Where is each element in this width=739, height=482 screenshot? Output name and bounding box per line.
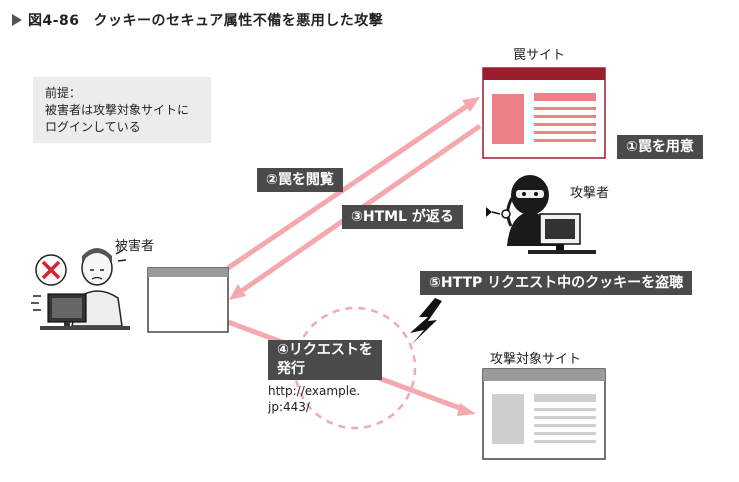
victim-browser-window	[147, 267, 229, 333]
target-site-label: 攻撃対象サイト	[490, 352, 582, 367]
step-prepare-trap: ①罠を用意	[617, 135, 703, 159]
note-line-3: ログインしている	[45, 120, 141, 134]
request-url-line-1: http://example.	[268, 384, 361, 398]
step-issue-request-line-2: 発行	[277, 361, 305, 377]
step-issue-request-line-1: ④リクエストを	[277, 342, 373, 358]
figure-number: 図4-86	[28, 13, 80, 29]
step-issue-request: ④リクエストを 発行	[268, 340, 382, 380]
attacker-label: 攻撃者	[570, 186, 610, 201]
arrow-view-trap	[226, 97, 480, 271]
trap-site-label: 罠サイト	[513, 48, 566, 63]
victim-figure-icon	[31, 248, 130, 330]
step-html-returned: ③HTML が返る	[342, 205, 463, 229]
lightning-icon	[410, 298, 442, 344]
figure-caption: クッキーのセキュア属性不備を悪用した攻撃	[93, 13, 384, 29]
note-line-1: 前提：	[45, 86, 82, 100]
precondition-note: 前提： 被害者は攻撃対象サイトに ログインしている	[33, 77, 211, 143]
request-url-line-2: jp:443/	[268, 400, 310, 414]
title-triangle-icon	[12, 14, 22, 26]
request-url: http://example. jp:443/	[268, 383, 360, 415]
figure-title: 図4-86 クッキーのセキュア属性不備を悪用した攻撃	[12, 10, 383, 30]
step-eavesdrop-cookie: ⑤HTTP リクエスト中のクッキーを盗聴	[420, 271, 693, 295]
target-site-window	[482, 368, 606, 460]
trap-site-window	[482, 67, 606, 159]
note-line-2: 被害者は攻撃対象サイトに	[45, 103, 190, 117]
victim-label: 被害者	[115, 239, 155, 254]
attacker-figure-icon	[486, 175, 596, 254]
step-view-trap: ②罠を閲覧	[257, 168, 343, 192]
